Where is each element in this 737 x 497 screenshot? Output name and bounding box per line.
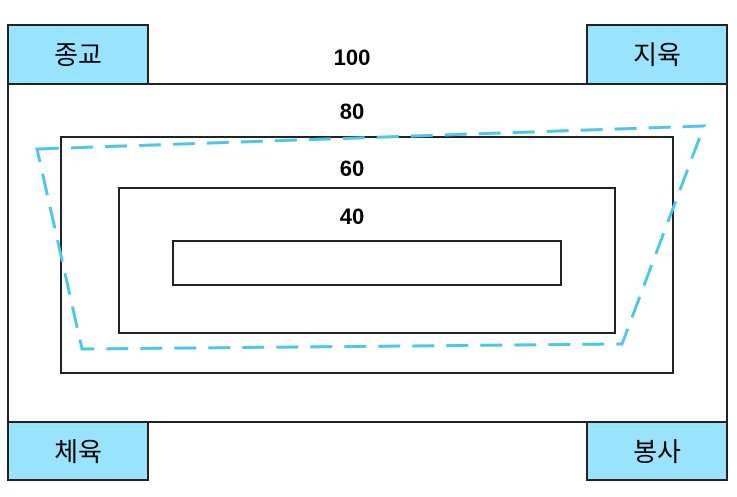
level-rect-80 (60, 136, 674, 374)
level-label-40: 40 (340, 204, 364, 229)
corner-label-intellect: 지육 (633, 41, 681, 71)
level-label-80: 80 (340, 99, 364, 124)
corner-label-physical: 체육 (54, 438, 102, 468)
level-label-60: 60 (340, 156, 364, 181)
level-rect-60 (118, 187, 616, 334)
corner-box-top-left (7, 24, 149, 85)
level-rect-100 (7, 83, 728, 423)
corner-label-service: 봉사 (633, 438, 681, 468)
corner-box-bottom-right (586, 421, 728, 481)
profile-dashed-outline (35, 124, 707, 351)
level-label-100: 100 (334, 45, 371, 70)
level-rect-40 (172, 240, 562, 286)
corner-box-top-right (586, 24, 728, 85)
corner-label-religion: 종교 (54, 41, 102, 71)
corner-box-bottom-left (7, 421, 149, 481)
